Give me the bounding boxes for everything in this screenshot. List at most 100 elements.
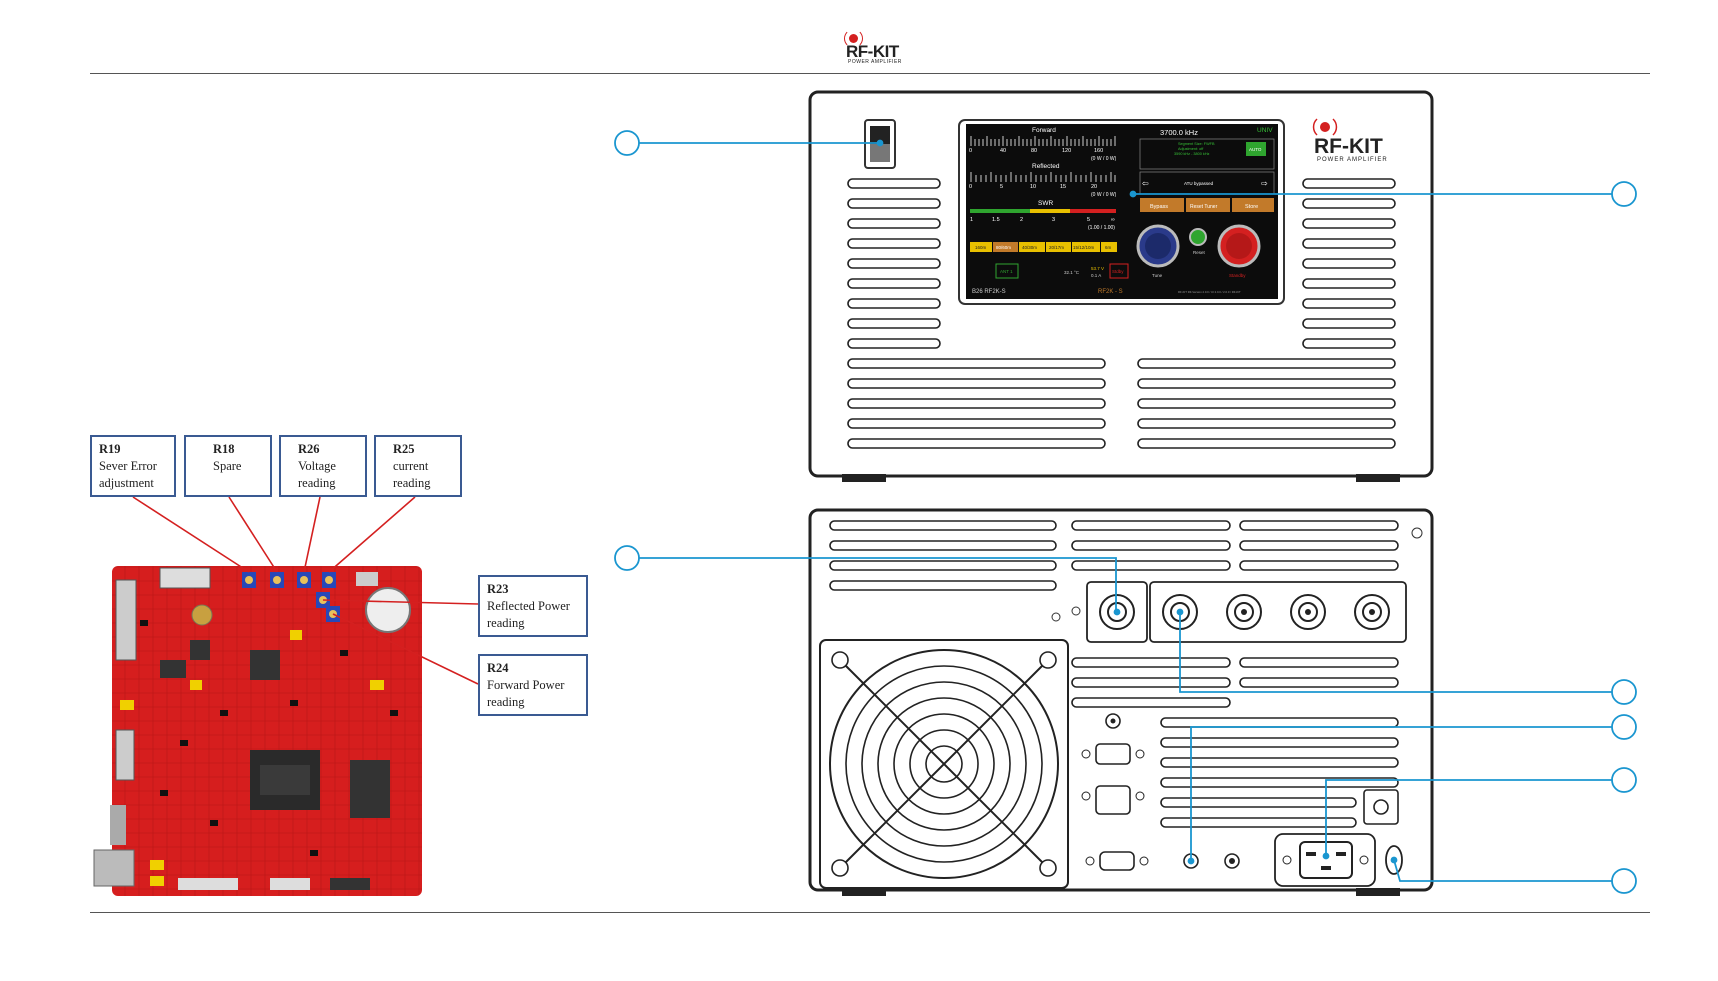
label-code: R19 bbox=[99, 442, 121, 456]
tune-knob-label: Tune bbox=[1152, 273, 1163, 278]
mode-readout: UNIV bbox=[1257, 127, 1273, 134]
bypass-label: Bypass bbox=[1150, 204, 1168, 210]
label-text: Reflected Power reading bbox=[487, 599, 570, 630]
store-label: Store bbox=[1245, 204, 1258, 210]
label-code: R25 bbox=[393, 442, 415, 456]
front-logo: RF-KIT POWER AMPLIFIER bbox=[1312, 118, 1388, 163]
front-logo-tagline: POWER AMPLIFIER bbox=[1317, 157, 1388, 163]
trimmer-r26 bbox=[297, 572, 311, 588]
standby-indicator[interactable] bbox=[1109, 263, 1129, 279]
antenna-button[interactable] bbox=[995, 263, 1019, 279]
reset-led-button[interactable] bbox=[1189, 228, 1207, 246]
antenna-label: ANT 1 bbox=[1000, 269, 1013, 274]
band-button-active[interactable] bbox=[993, 242, 1018, 252]
temperature-readout: 32.1 °C bbox=[1064, 270, 1080, 275]
logo-dot-icon bbox=[849, 34, 858, 43]
band-label: 15/12/10m bbox=[1073, 245, 1095, 250]
usb-port[interactable] bbox=[1095, 785, 1131, 815]
tuner-info-line: 3590 kHz - 3800 kHz bbox=[1174, 152, 1210, 156]
model-left: B26 RF2K-S bbox=[972, 289, 1006, 295]
db9-port[interactable] bbox=[1095, 743, 1131, 765]
front-panel: RF-KIT POWER AMPLIFIER Forward 0 40 80 1… bbox=[808, 90, 1434, 482]
callout-marker bbox=[1611, 714, 1637, 740]
label-r25: R25 current reading bbox=[374, 435, 462, 497]
serial-port[interactable] bbox=[1099, 851, 1135, 871]
trimmer-r24 bbox=[326, 606, 340, 622]
rf-input-connector[interactable] bbox=[1099, 594, 1135, 630]
swr-tick: 1 bbox=[970, 217, 973, 223]
arrow-right-icon[interactable]: ⇨ bbox=[1261, 179, 1268, 188]
label-text: Forward Power reading bbox=[487, 678, 565, 709]
label-r18: R18 Spare bbox=[184, 435, 272, 497]
foot bbox=[1356, 474, 1400, 482]
ethernet-port bbox=[93, 849, 135, 887]
bottom-rule bbox=[90, 912, 1650, 913]
reset-led-label: Reset bbox=[1193, 250, 1206, 255]
callout-marker bbox=[1611, 868, 1637, 894]
auto-label: AUTO bbox=[1249, 147, 1262, 152]
trimmer-r25 bbox=[322, 572, 336, 588]
reset-tuner-button[interactable] bbox=[1186, 198, 1230, 212]
label-text: current reading bbox=[393, 459, 431, 490]
trimmer-r19 bbox=[242, 572, 256, 588]
reflected-tick: 15 bbox=[1060, 184, 1066, 190]
reflected-scale bbox=[970, 172, 1116, 182]
reflected-tick: 0 bbox=[969, 184, 972, 190]
tuner-info-line: Segment Size: FWFB bbox=[1178, 142, 1215, 146]
label-text: Sever Error adjustment bbox=[99, 459, 157, 490]
crystal bbox=[191, 604, 213, 626]
rf-output-connector-4[interactable] bbox=[1354, 594, 1390, 630]
trimmer-r18 bbox=[270, 572, 284, 588]
model-center: RF2K - S bbox=[1098, 289, 1123, 295]
band-label: 6m bbox=[1105, 245, 1112, 250]
label-r23: R23 Reflected Power reading bbox=[478, 575, 588, 637]
reflected-unit: (0 W / 0 W) bbox=[1091, 192, 1117, 198]
header-logo: RF-KIT POWER AMPLIFIER bbox=[838, 26, 908, 66]
reflected-label: Reflected bbox=[1032, 163, 1060, 170]
foot bbox=[842, 888, 886, 896]
callout-marker bbox=[1611, 679, 1637, 705]
swr-value: (1.00 / 1.00) bbox=[1088, 225, 1115, 231]
tuner-info-line: Adjustment: off bbox=[1178, 147, 1204, 151]
forward-tick: 120 bbox=[1062, 148, 1071, 154]
screw-icon bbox=[1411, 527, 1423, 539]
band-label: 40/30m bbox=[1022, 245, 1037, 250]
version-text: RF-KIT RF-Version 2.0.0 / UI 2.0.0 / 2.0… bbox=[1178, 290, 1241, 294]
band-button[interactable] bbox=[1019, 242, 1045, 252]
callout-marker bbox=[1611, 767, 1637, 793]
mains-inlet[interactable] bbox=[1299, 841, 1353, 879]
reset-tuner-label: Reset Tuner bbox=[1190, 204, 1218, 210]
rf-output-connector-2[interactable] bbox=[1226, 594, 1262, 630]
tuner-info-box bbox=[1139, 138, 1275, 170]
screw-icon bbox=[1051, 612, 1061, 622]
swr-tick: ∞ bbox=[1111, 217, 1115, 223]
battery-holder bbox=[365, 587, 411, 633]
swr-scale-yellow bbox=[1030, 209, 1070, 213]
band-button[interactable] bbox=[1101, 242, 1117, 252]
label-text: Voltage reading bbox=[298, 459, 336, 490]
callout-marker bbox=[1611, 181, 1637, 207]
forward-tick: 80 bbox=[1031, 148, 1037, 154]
current-readout: 0.1 A bbox=[1091, 273, 1101, 278]
reflected-tick: 20 bbox=[1091, 184, 1097, 190]
rf-output-connector-1[interactable] bbox=[1162, 594, 1198, 630]
band-button[interactable] bbox=[970, 242, 992, 252]
band-button[interactable] bbox=[1072, 242, 1100, 252]
swr-label: SWR bbox=[1038, 200, 1053, 207]
logo-wordmark: RF-KIT bbox=[846, 42, 899, 61]
band-button[interactable] bbox=[1046, 242, 1071, 252]
auto-button[interactable] bbox=[1246, 142, 1266, 156]
arrow-left-icon[interactable]: ⇦ bbox=[1142, 179, 1149, 188]
store-button[interactable] bbox=[1232, 198, 1274, 212]
band-label: 20/17m bbox=[1049, 245, 1064, 250]
swr-tick: 3 bbox=[1052, 217, 1055, 223]
atu-status: ATU bypassed bbox=[1184, 181, 1214, 186]
frequency-readout: 3700.0 kHz bbox=[1160, 128, 1198, 137]
rf-output-connector-3[interactable] bbox=[1290, 594, 1326, 630]
bypass-button[interactable] bbox=[1140, 198, 1184, 212]
screw-icon bbox=[1071, 606, 1081, 616]
trimmer-r23 bbox=[316, 592, 330, 608]
front-logo-word: RF-KIT bbox=[1314, 135, 1383, 158]
swr-scale-green bbox=[970, 209, 1030, 213]
label-code: R23 bbox=[487, 582, 509, 596]
